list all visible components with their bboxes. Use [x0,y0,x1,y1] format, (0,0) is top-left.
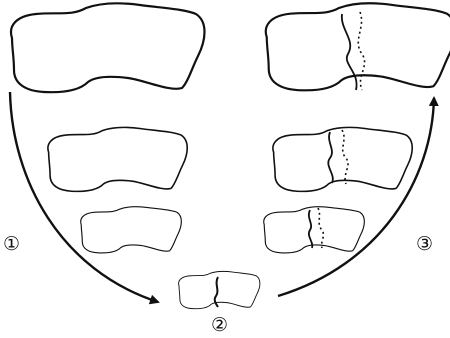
fragment-right-1 [266,3,450,90]
descending-arrow [10,92,158,302]
fragment-bottom [179,271,260,308]
step-1-marker: ① [3,233,20,255]
fragment-right-2 [273,127,412,191]
fragment-right-3 [264,207,365,253]
step-2-marker: ② [211,314,228,336]
step-3-marker: ③ [416,233,433,255]
fragment-left-2 [48,127,187,191]
fragment-left-1 [11,3,205,92]
fragment-left-3 [81,207,182,253]
